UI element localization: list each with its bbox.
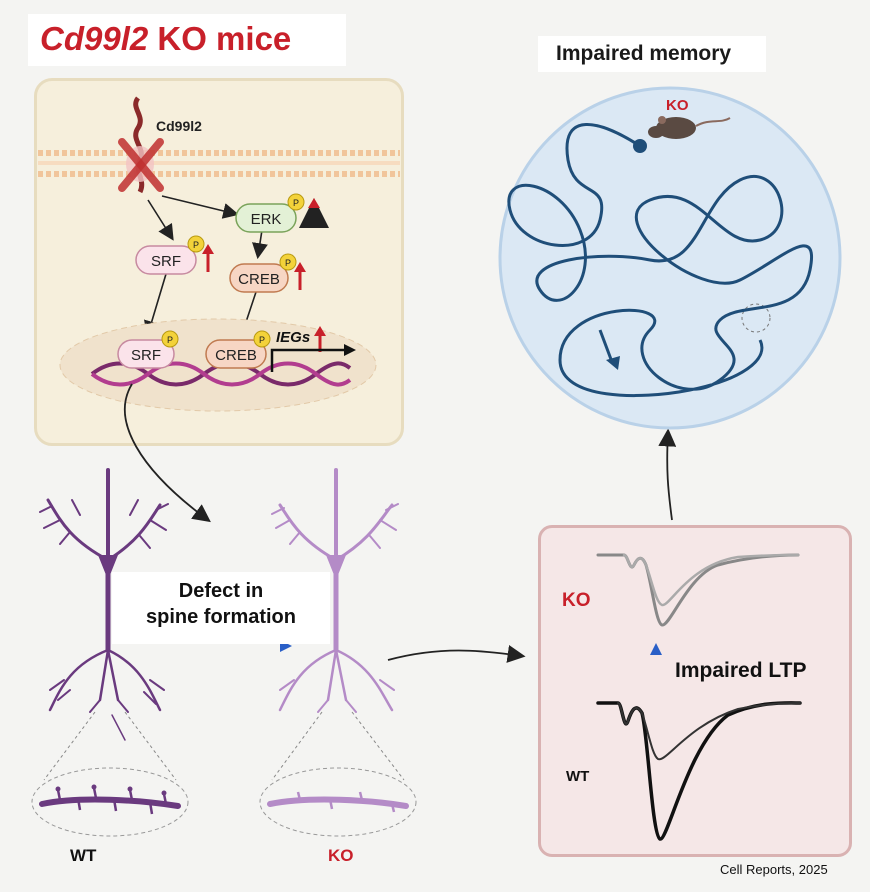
creb-nuclear-node: CREB P bbox=[205, 330, 271, 369]
ltp-label: Impaired LTP bbox=[675, 659, 807, 682]
svg-text:SRF: SRF bbox=[151, 253, 181, 270]
svg-text:P: P bbox=[285, 258, 291, 268]
ko-traces bbox=[596, 553, 800, 627]
spine-formation-label: Defect in spine formation bbox=[112, 578, 330, 630]
memory-title: Impaired memory bbox=[556, 42, 732, 65]
spine-label-line1: Defect in bbox=[178, 580, 264, 602]
ko-dendrite-zoom bbox=[259, 711, 417, 837]
swim-path bbox=[507, 123, 813, 398]
arrow-to-memory bbox=[658, 428, 677, 521]
title-background bbox=[28, 14, 346, 66]
cd99l2-label: Cd99l2 bbox=[156, 118, 202, 134]
gene-name: Cd99l2 bbox=[40, 20, 149, 57]
svg-text:IEGs: IEGs bbox=[276, 329, 310, 346]
svg-text:P: P bbox=[293, 198, 299, 208]
memory-title-background bbox=[538, 36, 766, 72]
ko-neuron-icon bbox=[271, 468, 399, 713]
wt-neuron-label: WT bbox=[70, 846, 97, 865]
erk-arrow-head bbox=[308, 198, 320, 208]
citation: Cell Reports, 2025 bbox=[720, 862, 828, 877]
svg-text:P: P bbox=[259, 335, 265, 345]
cell-membrane bbox=[38, 150, 400, 177]
creb-node: CREB P bbox=[229, 253, 306, 293]
page-title: Cd99l2 KO mice bbox=[40, 20, 291, 58]
arrow-to-ltp bbox=[387, 645, 526, 663]
knockout-x-icon bbox=[118, 138, 164, 192]
hidden-platform bbox=[741, 303, 771, 333]
svg-text:P: P bbox=[193, 240, 199, 250]
spine-label-background bbox=[112, 572, 330, 644]
arrow-to-srf bbox=[147, 199, 174, 241]
title-suffix: KO mice bbox=[148, 20, 292, 57]
ltp-wt-label: WT bbox=[566, 768, 590, 785]
srf-nuclear-node: SRF P bbox=[117, 330, 179, 369]
wt-neuron-icon bbox=[39, 468, 169, 741]
erk-node: ERK P bbox=[235, 193, 329, 233]
wt-dendrite-zoom bbox=[31, 711, 189, 837]
arrow-erk-to-creb bbox=[252, 229, 268, 260]
arrow-to-erk bbox=[161, 195, 240, 219]
ltp-traces bbox=[596, 553, 802, 841]
svg-text:CREB: CREB bbox=[215, 347, 257, 364]
spine-label-line2: spine formation bbox=[145, 606, 296, 628]
ko-neuron-label: KO bbox=[328, 846, 354, 865]
svg-text:P: P bbox=[167, 335, 173, 345]
ltp-ko-label: KO bbox=[562, 590, 591, 611]
ko-soma bbox=[326, 555, 346, 580]
ieg-transcription: IEGs bbox=[270, 326, 356, 372]
svg-text:CREB: CREB bbox=[238, 271, 280, 288]
srf-node: SRF P bbox=[135, 235, 214, 275]
mouse-icon bbox=[648, 116, 731, 139]
wt-traces bbox=[596, 701, 802, 841]
svg-text:SRF: SRF bbox=[131, 347, 161, 364]
arrow-to-neurons bbox=[123, 383, 211, 523]
wt-soma bbox=[98, 555, 118, 580]
svg-text:ERK: ERK bbox=[251, 211, 282, 228]
swim-start-dot bbox=[633, 139, 647, 153]
swim-path-end-arrow bbox=[606, 356, 620, 370]
maze-ko-label: KO bbox=[666, 97, 689, 114]
